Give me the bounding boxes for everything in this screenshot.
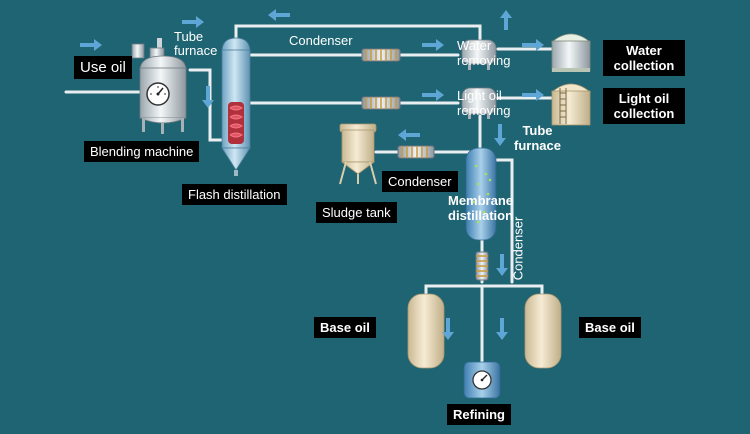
condenser-coil-vertical	[475, 251, 489, 281]
flow-arrow-icon	[398, 129, 420, 141]
condenser-coil-mid	[361, 96, 401, 110]
label-flash-distillation: Flash distillation	[182, 184, 287, 205]
flow-arrow-icon	[182, 16, 204, 28]
base-oil-tank-right	[524, 293, 562, 369]
condenser-coil-sludge	[397, 145, 435, 159]
flow-arrow-icon	[522, 39, 544, 51]
flow-arrow-icon	[80, 39, 102, 51]
label-condenser-vertical: Condenser	[510, 216, 526, 281]
pipe-header	[424, 284, 544, 302]
label-tube-furnace-right: Tube furnace	[514, 123, 561, 153]
label-light-oil-removing: Light oil removing	[457, 88, 511, 118]
label-sludge-tank: Sludge tank	[316, 202, 397, 223]
label-refining: Refining	[447, 404, 511, 425]
flow-arrow-icon	[496, 318, 508, 340]
flow-arrow-icon	[500, 10, 512, 30]
light-oil-removing-vessel	[461, 87, 497, 119]
water-collection-tank	[550, 33, 592, 72]
label-base-oil-left: Base oil	[314, 317, 376, 338]
ladder-icon	[559, 88, 567, 124]
pipe-top-loop	[234, 24, 482, 44]
flow-arrow-icon	[522, 89, 544, 101]
condenser-coil-top	[361, 48, 401, 62]
label-blending-machine: Blending machine	[84, 141, 200, 162]
pressure-gauge-icon	[146, 82, 170, 106]
label-tube-furnace-top: Tube furnace	[174, 29, 218, 58]
flow-arrow-icon	[496, 254, 508, 276]
label-membrane-distillation: Membrane distillation	[448, 193, 514, 223]
refining-vessel	[463, 361, 501, 399]
label-condenser-mid: Condenser	[382, 171, 458, 192]
label-condenser-top: Condenser	[289, 33, 353, 48]
pipe-vertical-condenser	[488, 158, 514, 284]
label-base-oil-right: Base oil	[579, 317, 641, 338]
label-water-removing: Water removing	[457, 38, 511, 68]
flow-arrow-icon	[268, 9, 290, 21]
water-removing-vessel	[461, 39, 497, 70]
label-water-collection: Water collection	[603, 40, 685, 76]
sludge-tank	[339, 123, 377, 185]
flow-arrow-icon	[494, 124, 506, 146]
label-use-oil: Use oil	[74, 56, 132, 79]
flow-arrow-icon	[202, 86, 214, 108]
flow-arrow-icon	[422, 89, 444, 101]
light-oil-collection-tank	[550, 83, 592, 126]
flow-arrow-icon	[442, 318, 454, 340]
flow-arrow-icon	[422, 39, 444, 51]
heating-coil-icon	[228, 102, 244, 144]
base-oil-tank-left	[407, 293, 445, 369]
flow-arrows	[80, 9, 544, 340]
label-light-oil-collection: Light oil collection	[603, 88, 685, 124]
membrane-distillation-column	[465, 147, 497, 241]
